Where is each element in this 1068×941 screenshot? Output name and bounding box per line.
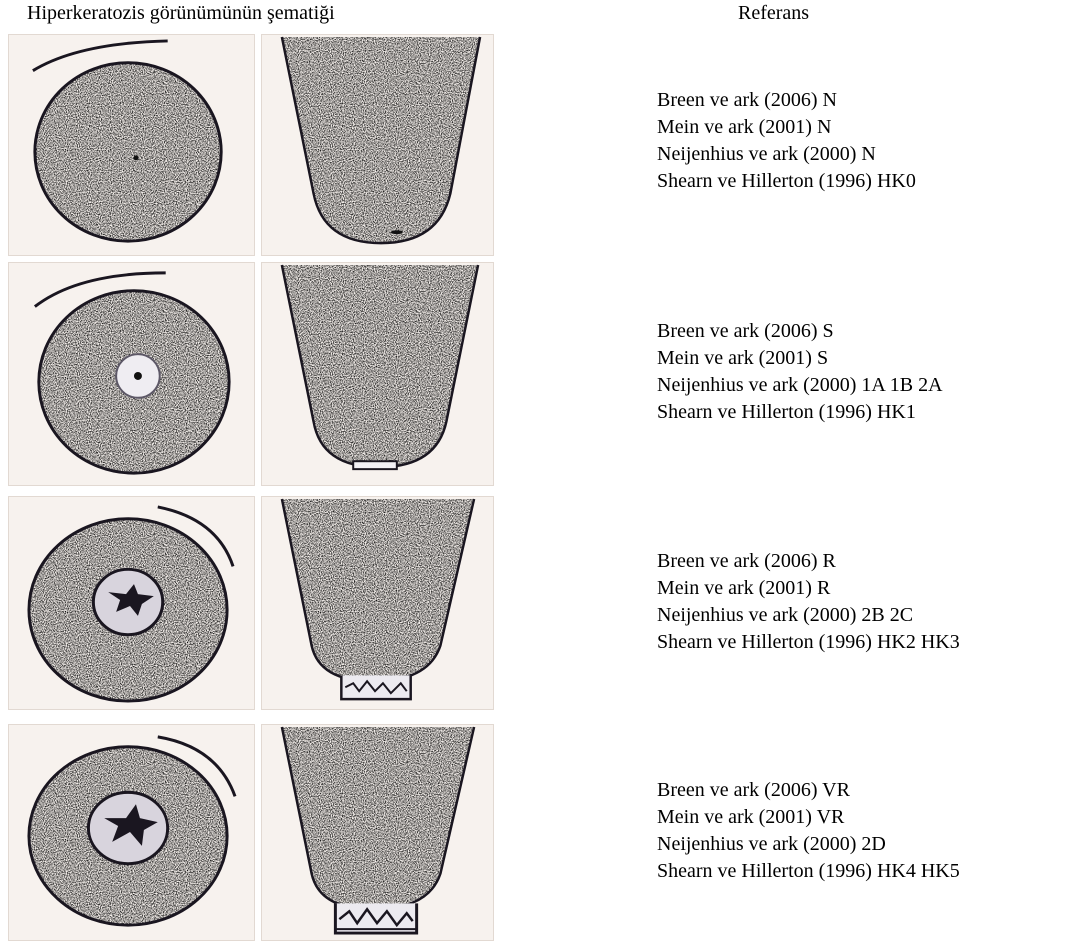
reference-shearn-hillerton: Shearn ve Hillerton (1996) HK2 HK3 bbox=[657, 629, 960, 656]
teat-side-view-vr bbox=[261, 724, 494, 941]
reference-neijenhius: Neijenhius ve ark (2000) 2B 2C bbox=[657, 602, 960, 629]
reference-breen: Breen ve ark (2006) VR bbox=[657, 777, 960, 804]
reference-mein: Mein ve ark (2001) VR bbox=[657, 804, 960, 831]
reference-neijenhius: Neijenhius ve ark (2000) 1A 1B 2A bbox=[657, 372, 943, 399]
reference-shearn-hillerton: Shearn ve Hillerton (1996) HK1 bbox=[657, 399, 943, 426]
teat-side-view-n bbox=[261, 34, 494, 256]
teat-side-view-r bbox=[261, 496, 494, 710]
reference-list-r: Breen ve ark (2006) R Mein ve ark (2001)… bbox=[657, 548, 960, 656]
reference-mein: Mein ve ark (2001) R bbox=[657, 575, 960, 602]
stage-row-vr: Breen ve ark (2006) VR Mein ve ark (2001… bbox=[0, 724, 1068, 941]
teat-end-view-n bbox=[8, 34, 255, 256]
reference-neijenhius: Neijenhius ve ark (2000) N bbox=[657, 141, 916, 168]
reference-shearn-hillerton: Shearn ve Hillerton (1996) HK4 HK5 bbox=[657, 858, 960, 885]
stage-row-s: Breen ve ark (2006) S Mein ve ark (2001)… bbox=[0, 262, 1068, 486]
reference-shearn-hillerton: Shearn ve Hillerton (1996) HK0 bbox=[657, 168, 916, 195]
reference-neijenhius: Neijenhius ve ark (2000) 2D bbox=[657, 831, 960, 858]
teat-end-view-s bbox=[8, 262, 255, 486]
reference-list-vr: Breen ve ark (2006) VR Mein ve ark (2001… bbox=[657, 777, 960, 885]
schematic-column-header: Hiperkeratozis görünümünün şematiği bbox=[27, 2, 335, 25]
reference-mein: Mein ve ark (2001) S bbox=[657, 345, 943, 372]
reference-breen: Breen ve ark (2006) R bbox=[657, 548, 960, 575]
reference-breen: Breen ve ark (2006) N bbox=[657, 87, 916, 114]
stage-row-r: Breen ve ark (2006) R Mein ve ark (2001)… bbox=[0, 496, 1068, 710]
reference-list-n: Breen ve ark (2006) N Mein ve ark (2001)… bbox=[657, 87, 916, 195]
teat-side-view-s bbox=[261, 262, 494, 486]
reference-mein: Mein ve ark (2001) N bbox=[657, 114, 916, 141]
reference-list-s: Breen ve ark (2006) S Mein ve ark (2001)… bbox=[657, 318, 943, 426]
stage-row-n: Breen ve ark (2006) N Mein ve ark (2001)… bbox=[0, 34, 1068, 256]
teat-end-view-r bbox=[8, 496, 255, 710]
reference-breen: Breen ve ark (2006) S bbox=[657, 318, 943, 345]
teat-end-view-vr bbox=[8, 724, 255, 941]
reference-column-header: Referans bbox=[738, 2, 809, 25]
